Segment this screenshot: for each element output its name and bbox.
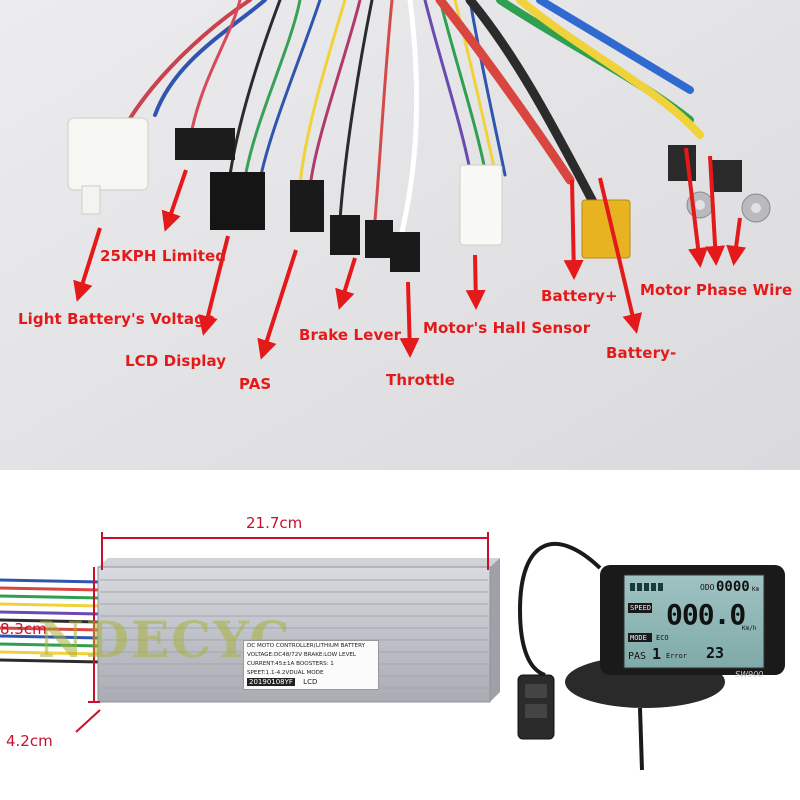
motor-phase-wire-label: Motor Phase Wire xyxy=(640,281,793,299)
dimension-lines xyxy=(75,532,489,733)
battery-minus-label: Battery- xyxy=(606,344,677,362)
sticker-line-4: SPEET:1.1-4.2VDUAL MODE xyxy=(247,670,324,676)
pas-level-value: 1 xyxy=(652,645,662,663)
controller-body xyxy=(97,558,500,703)
wires xyxy=(103,0,704,243)
odo-value: 0000 xyxy=(716,579,750,595)
pas-level-label: PAS xyxy=(628,651,647,662)
wiring-harness-drawing xyxy=(0,0,800,470)
odo-unit: Km xyxy=(752,586,760,593)
pas-label: PAS xyxy=(239,375,272,393)
mode-value: ECO xyxy=(656,634,669,642)
display-brand: SW900 xyxy=(735,670,764,679)
light-battery-voltage-label: Light Battery's Voltage xyxy=(18,310,216,328)
odo-label: ODO xyxy=(700,583,715,592)
hall-sensor-label: Motor's Hall Sensor xyxy=(423,319,591,337)
controller-sticker: DC MOTO CONTROLLER(LITHIUM BATTERY VOLTA… xyxy=(243,640,379,690)
sticker-serial: 20190108YF xyxy=(247,678,295,686)
mode-label: MODE xyxy=(630,634,647,642)
battery-plus-label: Battery+ xyxy=(541,287,618,305)
brake-lever-label: Brake Lever xyxy=(299,326,402,344)
sticker-model: LCD xyxy=(303,678,318,686)
display-unit xyxy=(517,541,785,771)
speed-unit: Km/h xyxy=(742,625,757,632)
height-dimension: 8.3cm xyxy=(0,620,47,638)
sticker-line-2: VOLTAGE:DC48/72V BRAKE:LOW LEVEL xyxy=(247,652,357,658)
product-photos: NDECYC DC MOTO CONTROLLER(LITHIUM BATTER… xyxy=(0,470,800,800)
lcd-display-label: LCD Display xyxy=(125,352,227,370)
speed-limit-label: 25KPH Limited xyxy=(100,247,227,265)
sticker-line-1: DC MOTO CONTROLLER(LITHIUM BATTERY xyxy=(247,643,366,649)
controller-wires xyxy=(0,578,101,664)
depth-dimension: 4.2cm xyxy=(6,732,53,750)
sticker-line-3: CURRENT:45±1A BOOSTERS: 1 xyxy=(247,661,334,667)
speed-label: SPEED xyxy=(630,604,652,612)
throttle-label: Throttle xyxy=(386,371,456,389)
error-value: 23 xyxy=(706,644,725,662)
label-arrows xyxy=(73,147,747,360)
error-label: Error xyxy=(666,652,688,660)
length-dimension: 21.7cm xyxy=(246,514,303,532)
wiring-harness-photo: 25KPH Limited Light Battery's Voltage LC… xyxy=(0,0,800,470)
controller-and-display-drawing xyxy=(0,532,785,771)
sticker-serial-row: 20190108YF LCD xyxy=(247,678,375,687)
speed-value: 000.0 xyxy=(666,598,746,631)
